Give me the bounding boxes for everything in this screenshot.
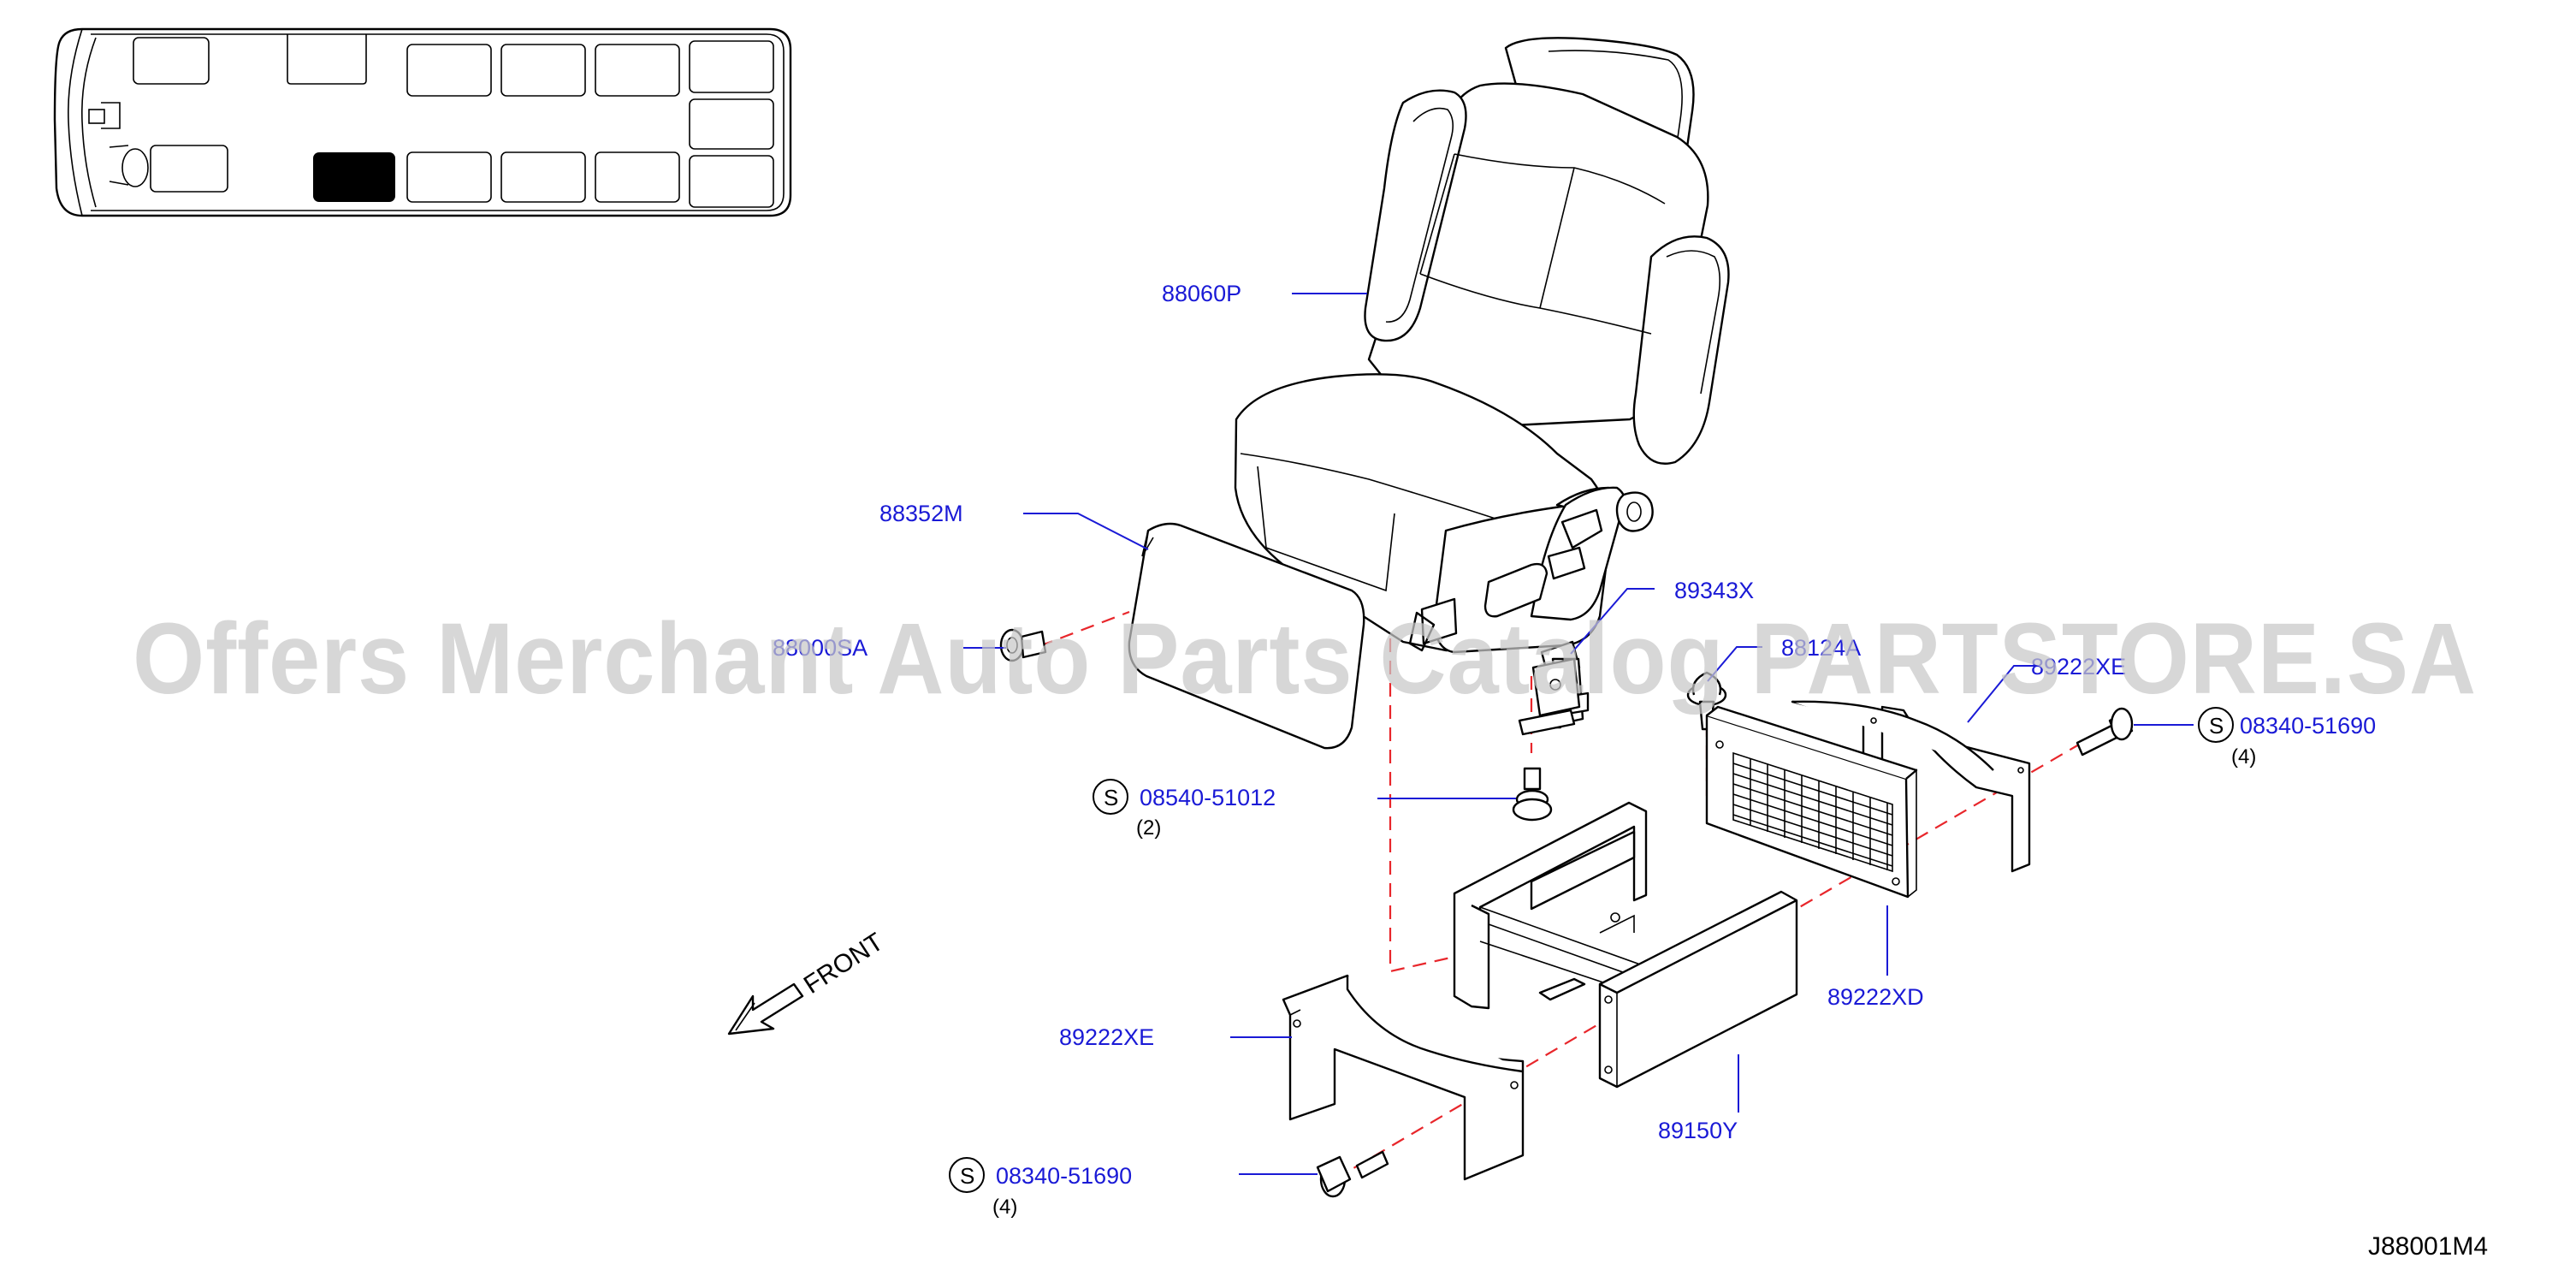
callout-88060p[interactable]: 88060P — [1162, 281, 1241, 306]
front-arrow: FRONT — [727, 928, 889, 1036]
panel-89222xd — [1705, 705, 1918, 899]
callout-08340-right[interactable]: 08340-51690 — [2240, 713, 2376, 739]
callouts: 88060P 88352M 88000SA 89343X 88124A 8922… — [773, 281, 2376, 1219]
bracket-89343x — [1518, 657, 1581, 736]
leader-lines — [963, 293, 2194, 1175]
callout-89222xe-left[interactable]: 89222XE — [1059, 1024, 1154, 1050]
standard-part-symbol-left — [949, 1157, 985, 1193]
standard-part-letter-left: S — [960, 1163, 974, 1189]
standard-part-symbol-middle — [1093, 779, 1128, 815]
callout-88352m[interactable]: 88352M — [879, 501, 963, 526]
layout-seat-front-left — [133, 37, 210, 85]
callout-88000sa[interactable]: 88000SA — [773, 635, 868, 661]
watermark-text: Offers Merchant Auto Parts Catalog PARTS… — [133, 602, 2477, 715]
callout-88124a[interactable]: 88124A — [1781, 635, 1861, 661]
vehicle-layout-map — [53, 27, 792, 217]
standard-part-letter-right: S — [2209, 713, 2224, 739]
diagram-id: J88001M4 — [2368, 1232, 2488, 1261]
layout-seat-front-right — [150, 145, 228, 193]
bolt-08340-right — [2076, 707, 2134, 757]
callout-89222xe-right[interactable]: 89222XE — [2031, 654, 2126, 680]
bracket-89222xe-left — [1282, 974, 1525, 1181]
frame-89150y — [1453, 801, 1798, 1089]
highlighted-seat-location — [313, 152, 395, 202]
callout-89343x[interactable]: 89343X — [1674, 578, 1754, 603]
bolt-08540 — [1512, 767, 1553, 822]
qty-08340-left: (4) — [992, 1196, 1017, 1219]
trim-panel-88352m — [1128, 522, 1365, 750]
standard-part-letter-middle: S — [1104, 785, 1118, 810]
callout-08540[interactable]: 08540-51012 — [1140, 785, 1276, 810]
clip-88000sa — [999, 628, 1047, 662]
standard-part-symbol-right — [2198, 707, 2234, 743]
front-label: FRONT — [799, 928, 889, 1000]
qty-08340-right: (4) — [2231, 745, 2256, 769]
callout-89150y[interactable]: 89150Y — [1658, 1118, 1738, 1143]
bracket-89222xe-right — [1791, 700, 2031, 873]
qty-08540: (2) — [1136, 816, 1161, 840]
bolt-08340-left — [1316, 1150, 1389, 1198]
callout-89222xd[interactable]: 89222XD — [1827, 984, 1924, 1010]
callout-08340-left[interactable]: 08340-51690 — [996, 1163, 1132, 1189]
